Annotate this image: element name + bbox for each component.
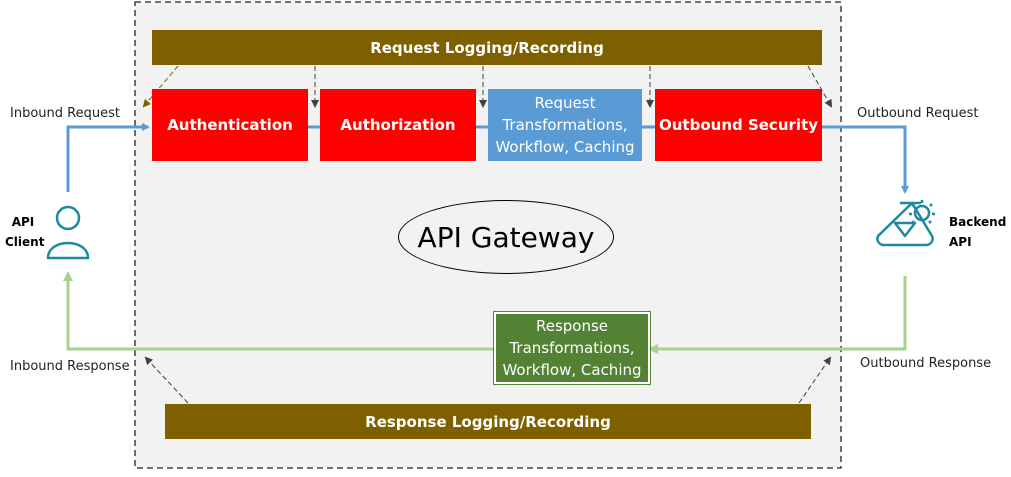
backend-api-label-line: API (949, 235, 972, 249)
inbound-request-flow (66, 123, 150, 192)
logging-tap-outbound-response (798, 356, 832, 404)
inbound-response-label: Inbound Response (10, 359, 130, 374)
inbound-response-flow (63, 271, 494, 351)
request-transformations-line: Workflow, Caching (495, 138, 635, 156)
backend-api-icon (876, 200, 935, 247)
outbound-response-flow (648, 276, 907, 354)
api-client-label-line: Client (5, 235, 45, 249)
request-transformations-line: Request (534, 94, 596, 112)
authentication-step: Authentication (152, 89, 308, 161)
request-transformations-step: Request Transformations, Workflow, Cachi… (488, 89, 642, 161)
backend-api-label: Backend API (949, 212, 1006, 252)
response-transformations-line: Workflow, Caching (502, 361, 642, 379)
request-logging-bar: Request Logging/Recording (152, 30, 822, 65)
logging-tap-authentication (142, 65, 179, 108)
logging-tap-inbound-response (144, 356, 189, 404)
outbound-request-label: Outbound Request (857, 106, 979, 121)
response-transformations-line: Response (535, 317, 609, 335)
authorization-step: Authorization (320, 89, 476, 161)
response-logging-bar: Response Logging/Recording (165, 404, 811, 439)
api-gateway-title: API Gateway (417, 220, 595, 254)
inbound-request-label: Inbound Request (10, 106, 120, 121)
backend-api-label-line: Backend (949, 215, 1007, 229)
response-transformations-line: Transformations, (509, 339, 635, 357)
api-gateway-ellipse: API Gateway (398, 200, 614, 274)
outbound-security-step: Outbound Security (655, 89, 822, 161)
outbound-request-flow (822, 125, 909, 194)
request-transformations-line: Transformations, (502, 116, 628, 134)
api-client-label: API Client (5, 212, 45, 252)
api-client-label-line: API (11, 215, 35, 229)
response-transformations-step: Response Transformations, Workflow, Cach… (493, 311, 651, 385)
api-client-icon (46, 205, 90, 260)
outbound-response-label: Outbound Response (860, 356, 992, 371)
